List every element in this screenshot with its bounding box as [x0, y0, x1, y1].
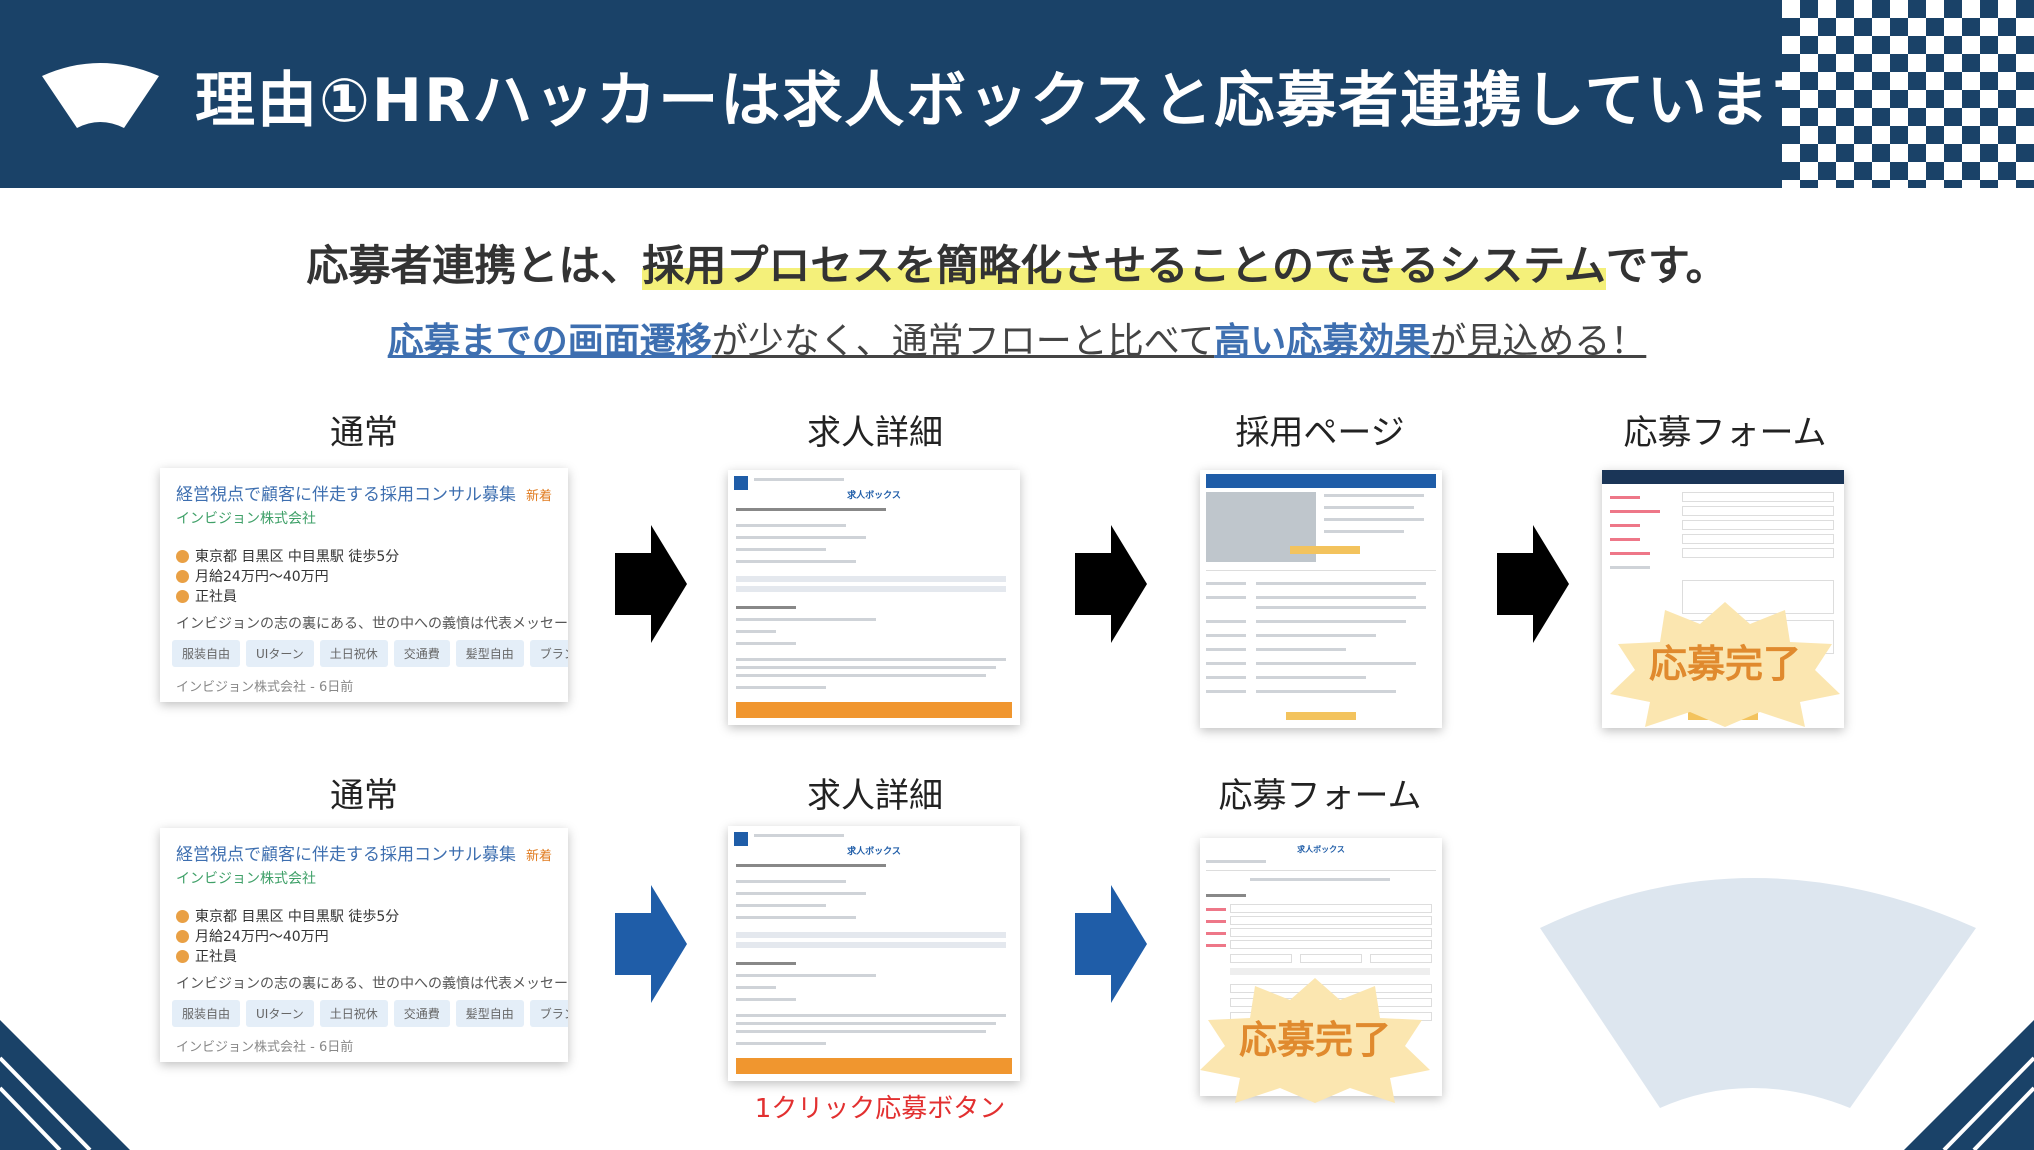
employment-text: 正社員	[195, 589, 237, 605]
label-normal-2: 通常	[330, 776, 398, 816]
header-bar	[0, 0, 2034, 188]
location-row: 東京都 目黒区 中目黒駅 徒歩5分	[176, 546, 399, 566]
job-detail-screen: 求人ボックス	[728, 470, 1020, 725]
salary-text: 月給24万円〜40万円	[195, 929, 329, 945]
logo-text: 求人ボックス	[847, 491, 901, 501]
tag: 土日祝休	[319, 1000, 388, 1027]
label-apply-form: 応募フォーム	[1623, 413, 1827, 453]
arrow-right-blue-icon	[615, 885, 687, 1003]
apply-button-bottom[interactable]	[1286, 712, 1356, 720]
salary-icon	[176, 930, 189, 943]
new-badge: 新着	[526, 849, 553, 864]
arrow-right-blue-icon	[1075, 885, 1147, 1003]
app-icon	[734, 832, 748, 846]
arrow-right-icon	[1075, 525, 1147, 643]
decorative-frame	[0, 878, 2034, 1150]
tag: ブランク	[529, 640, 568, 667]
label-apply-form-2: 応募フォーム	[1218, 776, 1422, 816]
job-title-text: 経営視点で顧客に伴走する採用コンサル募集	[176, 485, 516, 505]
starburst-icon	[1200, 978, 1430, 1103]
tag: 交通費	[393, 640, 450, 667]
fan-icon	[42, 63, 159, 128]
employment-row: 正社員	[176, 946, 237, 966]
logo-text: 求人ボックス	[1297, 845, 1345, 854]
location-text: 東京都 目黒区 中目黒駅 徒歩5分	[195, 909, 400, 925]
apply-button[interactable]	[1290, 546, 1360, 554]
job-title-text: 経営視点で顧客に伴走する採用コンサル募集	[176, 845, 516, 865]
label-job-detail-2: 求人詳細	[807, 776, 943, 816]
tag: 髪型自由	[455, 640, 524, 667]
location-icon	[176, 550, 189, 563]
location-row: 東京都 目黒区 中目黒駅 徒歩5分	[176, 906, 399, 926]
card-footer: インビジョン株式会社 - 6日前	[176, 680, 354, 695]
arrow-right-icon	[615, 525, 687, 643]
badge-text: 応募完了	[1238, 1018, 1391, 1062]
apply-complete-badge: 応募完了	[1610, 602, 1840, 727]
tag-list: 服装自由UIターン土日祝休交通費髪型自由ブランク	[172, 1000, 568, 1027]
recruit-header	[1206, 474, 1436, 488]
job-title[interactable]: 経営視点で顧客に伴走する採用コンサル募集新着	[176, 480, 552, 505]
app-icon	[734, 476, 748, 490]
job-card[interactable]: 経営視点で顧客に伴走する採用コンサル募集新着 インビジョン株式会社 東京都 目黒…	[160, 468, 568, 702]
apply-complete-badge-2: 応募完了	[1200, 978, 1430, 1103]
job-title[interactable]: 経営視点で顧客に伴走する採用コンサル募集新着	[176, 840, 552, 865]
salary-text: 月給24万円〜40万円	[195, 569, 329, 585]
sub-emphasis-2: 高い応募効果	[1214, 321, 1431, 362]
tag: 服装自由	[172, 1000, 241, 1027]
sub-text-2: が少なく、通常フローと比べて	[711, 321, 1215, 362]
salary-icon	[176, 570, 189, 583]
label-recruit-page: 採用ページ	[1235, 413, 1405, 453]
starburst-icon	[1610, 602, 1840, 727]
form-header	[1602, 470, 1844, 484]
job-card-2[interactable]: 経営視点で顧客に伴走する採用コンサル募集新着 インビジョン株式会社 東京都 目黒…	[160, 828, 568, 1062]
apply-button[interactable]	[736, 702, 1012, 718]
sub-text: 応募までの画面遷移が少なく、通常フローと比べて高い応募効果が見込める！	[0, 312, 2034, 364]
job-description: インビジョンの志の裏にある、世の中への義憤は代表メッセージ	[176, 616, 568, 632]
label-normal: 通常	[330, 413, 398, 453]
badge-text: 応募完了	[1648, 642, 1801, 686]
company-name: インビジョン株式会社	[176, 511, 316, 527]
lead-after: です。	[1605, 241, 1728, 290]
employment-text: 正社員	[195, 949, 237, 965]
one-click-note: 1クリック応募ボタン	[754, 1094, 1006, 1124]
card-footer: インビジョン株式会社 - 6日前	[176, 1040, 354, 1055]
tag: UIターン	[246, 1000, 314, 1027]
salary-row: 月給24万円〜40万円	[176, 926, 329, 946]
lead-before: 応募者連携とは、	[306, 241, 643, 290]
job-detail-screen-2: 求人ボックス	[728, 826, 1020, 1081]
company-name: インビジョン株式会社	[176, 871, 316, 887]
tag: 服装自由	[172, 640, 241, 667]
recruit-page-screen	[1200, 470, 1442, 728]
logo-text: 求人ボックス	[847, 847, 901, 857]
new-badge: 新着	[526, 489, 553, 504]
checker-pattern	[1782, 0, 2034, 188]
salary-row: 月給24万円〜40万円	[176, 566, 329, 586]
one-click-apply-button[interactable]	[736, 1058, 1012, 1074]
tag: ブランク	[529, 1000, 568, 1027]
tag: 髪型自由	[455, 1000, 524, 1027]
location-text: 東京都 目黒区 中目黒駅 徒歩5分	[195, 549, 400, 565]
tag: 土日祝休	[319, 640, 388, 667]
job-description: インビジョンの志の裏にある、世の中への義憤は代表メッセージ	[176, 976, 568, 992]
location-icon	[176, 910, 189, 923]
tag: 交通費	[393, 1000, 450, 1027]
label-job-detail: 求人詳細	[807, 413, 943, 453]
employment-icon	[176, 950, 189, 963]
lead-text: 応募者連携とは、採用プロセスを簡略化させることのできるシステムです。	[0, 232, 2034, 293]
sub-emphasis-1: 応募までの画面遷移	[387, 321, 712, 362]
tag-list: 服装自由UIターン土日祝休交通費髪型自由ブランク	[172, 640, 568, 667]
employment-icon	[176, 590, 189, 603]
page-title: 理由①HRハッカーは求人ボックスと応募者連携しています	[195, 66, 1833, 136]
arrow-right-icon	[1497, 525, 1569, 643]
lead-highlight: 採用プロセスを簡略化させることのできるシステム	[642, 241, 1606, 290]
employment-row: 正社員	[176, 586, 237, 606]
sub-text-4: が見込める！	[1430, 321, 1647, 362]
tag: UIターン	[246, 640, 314, 667]
fan-decoration	[1540, 878, 1976, 1108]
